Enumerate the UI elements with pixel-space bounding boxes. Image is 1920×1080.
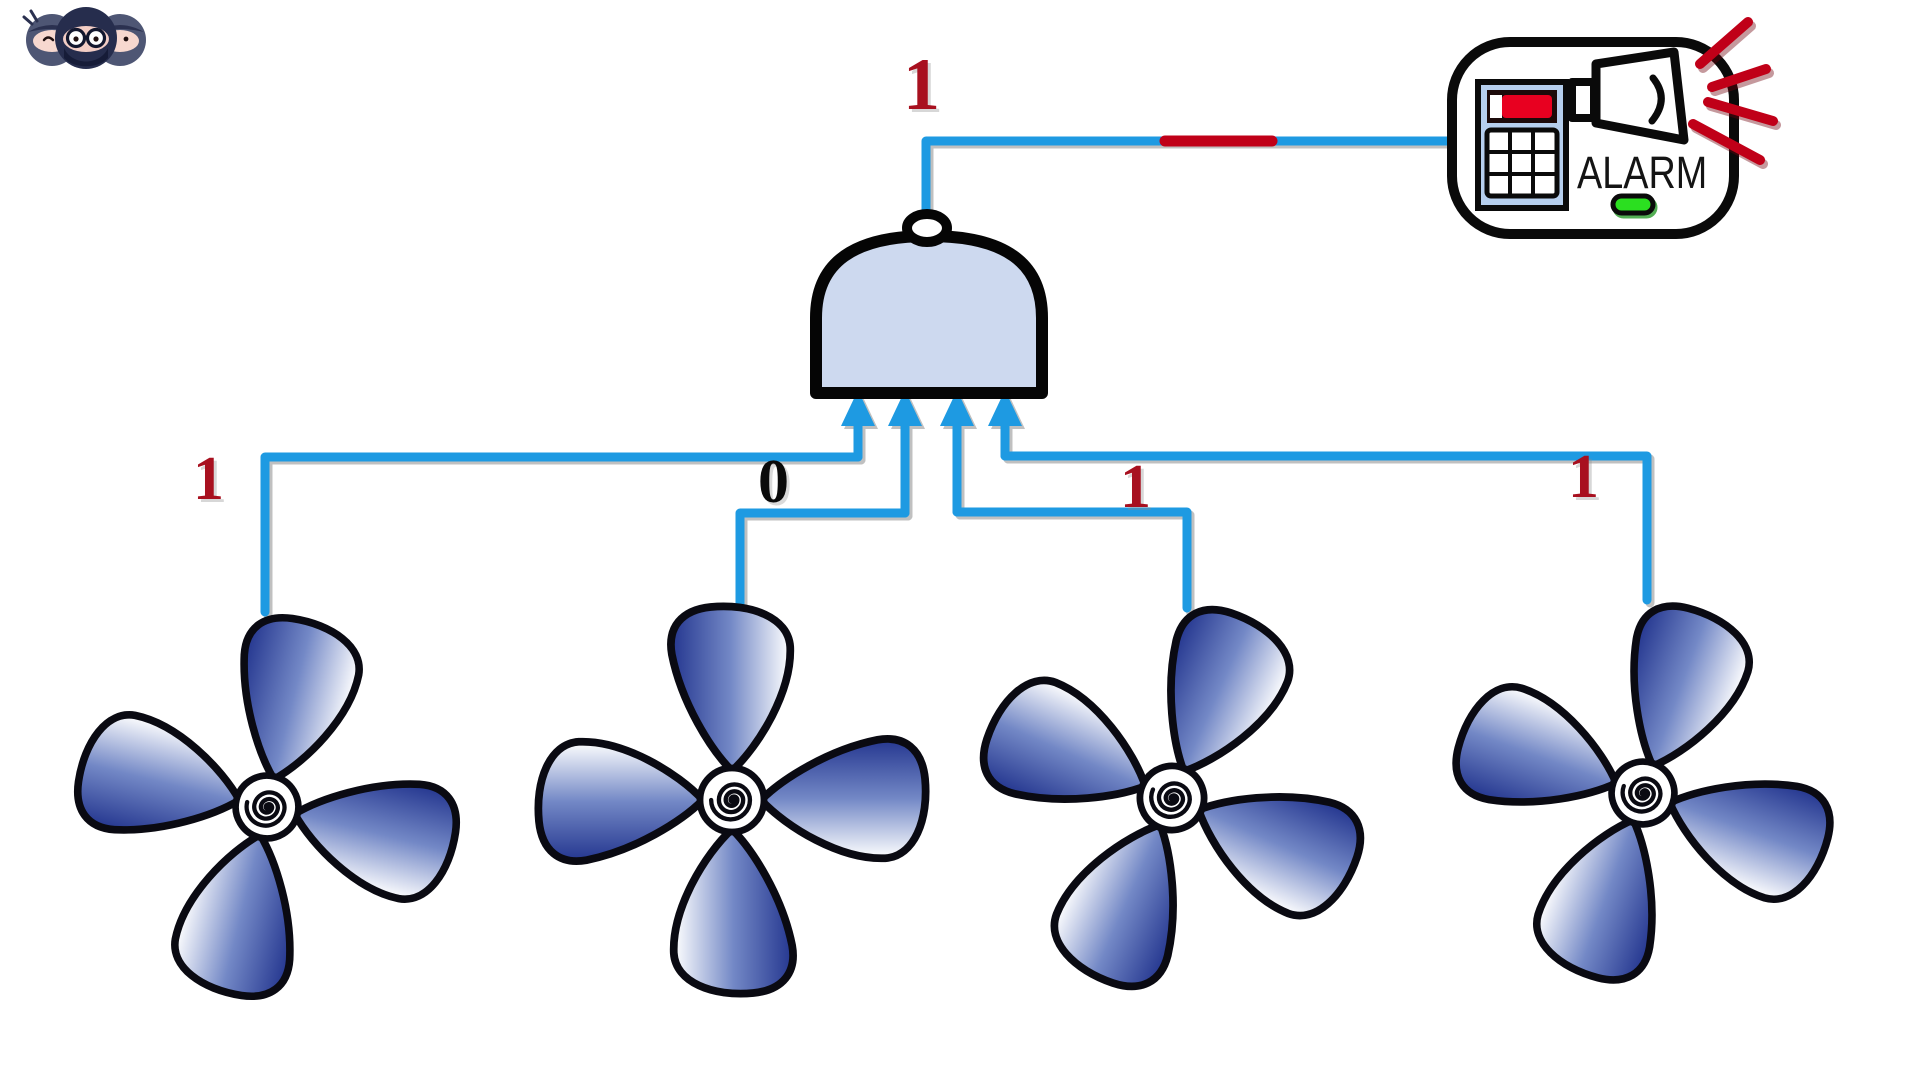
megaphone-icon [1568, 47, 1689, 145]
ninja-eye [93, 36, 99, 42]
nand-gate-icon [810, 209, 1048, 399]
input-wire-4 [1000, 451, 1652, 605]
arrow-head-icon [888, 390, 922, 426]
input-wire-3 [952, 507, 1192, 613]
sound-ray [1707, 64, 1771, 92]
output-value-label: 1 [903, 44, 940, 126]
ninja-eye [123, 36, 129, 42]
input-3-value-label: 1 [1120, 453, 1151, 521]
megaphone-horn [1591, 47, 1689, 145]
input-wire-2 [735, 508, 910, 633]
input-4-value-label: 1 [1568, 443, 1599, 511]
keypad-icon [1475, 79, 1569, 211]
sound-ray [1695, 17, 1753, 69]
sound-ray [1688, 119, 1765, 165]
arrow-head-icon [988, 390, 1022, 426]
input-1-value-label: 1 [193, 445, 224, 513]
keypad-display-cursor [1490, 95, 1502, 118]
megaphone-mouthpiece [1568, 78, 1598, 122]
output-wire [921, 136, 1457, 220]
keypad-display-bar [1502, 95, 1552, 118]
gate-not-bubble [902, 209, 952, 247]
sound-ray [1703, 97, 1778, 126]
input-wire-1 [260, 452, 863, 617]
keypad-grid-lines [1487, 130, 1557, 196]
arrow-head-icon [841, 390, 875, 426]
ninja-eye [73, 36, 79, 42]
megaphone-sound-curve [1648, 74, 1665, 125]
ninja-eye [42, 36, 55, 42]
keypad-keys [1484, 127, 1560, 199]
arrow-head-icon [940, 390, 974, 426]
ninja-headband-knot [22, 9, 39, 26]
fan-2 [538, 606, 925, 993]
fan-4 [1400, 550, 1886, 1036]
fan-1 [37, 577, 497, 1037]
sound-rays-icon [1688, 17, 1778, 165]
gate-arrow-heads [841, 390, 1022, 426]
ninja-beard [64, 48, 108, 67]
led-icon [1610, 193, 1656, 216]
ninja-trio-logo [22, 7, 146, 69]
alarm-device [1447, 37, 1739, 239]
input-2-value-label: 0 [758, 448, 789, 516]
gate-body [810, 230, 1048, 399]
fan-3 [916, 542, 1427, 1053]
alarm-label: ALARM [1577, 147, 1708, 198]
